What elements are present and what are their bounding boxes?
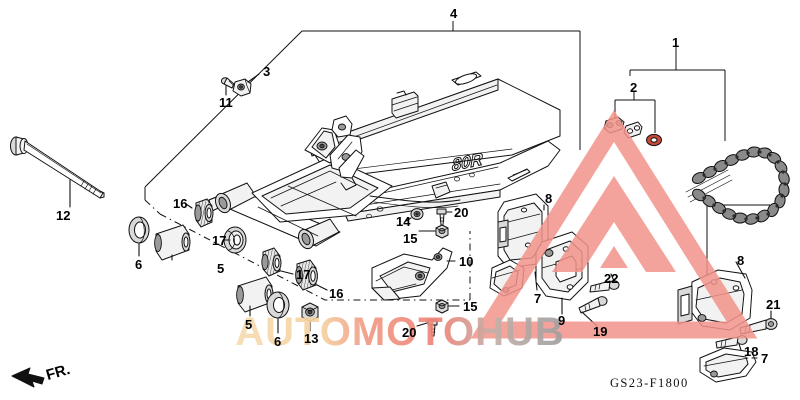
part-7-chain-slider-shoe-b	[699, 347, 758, 383]
callout-17-a: 17	[212, 233, 227, 248]
callout-19: 19	[593, 324, 608, 339]
callout-6-b: 6	[274, 334, 282, 349]
callout-2: 2	[630, 80, 638, 95]
part-6-dust-seal-b	[266, 291, 290, 334]
callout-8-a: 8	[545, 191, 553, 206]
callout-8-b: 8	[737, 253, 745, 268]
part-15-flange-nut-b	[435, 299, 460, 314]
part-17-pivot-bushing-a	[223, 226, 247, 254]
callout-16-a: 16	[173, 196, 188, 211]
part-15-flange-nut-a	[418, 224, 449, 239]
callout-21: 21	[766, 297, 781, 312]
bolt-thread-12	[80, 180, 97, 195]
callout-13: 13	[304, 331, 319, 346]
callout-12: 12	[56, 208, 71, 223]
callout-10: 10	[459, 254, 474, 269]
callout-15-a: 15	[403, 231, 418, 246]
swingarm-pivot-tubes	[215, 182, 340, 250]
part-11-clip-bolt	[220, 77, 235, 96]
part-6-dust-seal-a	[128, 216, 150, 257]
callout-9: 9	[558, 313, 566, 328]
part-16-needle-bearing-a	[185, 198, 214, 228]
callout-22: 22	[604, 271, 619, 286]
callout-3: 3	[263, 64, 271, 79]
callout-1: 1	[672, 35, 680, 50]
callout-20-b: 20	[402, 325, 417, 340]
callout-11: 11	[219, 95, 233, 110]
callout-17-b: 17	[296, 267, 311, 282]
part-10-chain-case-lower	[371, 247, 456, 301]
callout-16-b: 16	[329, 286, 344, 301]
callout-4: 4	[450, 6, 458, 21]
part-17-pivot-bushing-b	[261, 247, 294, 277]
group-boundary-4	[144, 21, 581, 301]
part-5-pivot-collar-a	[154, 224, 191, 261]
callout-15-b: 15	[463, 299, 478, 314]
swingarm-linkage-bracket	[304, 115, 365, 191]
callout-7-b: 7	[761, 351, 769, 366]
part-3-chain-guide-clip	[232, 73, 260, 97]
part-14-chain-guide-collar	[405, 208, 424, 222]
front-direction-label: FR.	[44, 360, 73, 385]
part-13-pivot-lock-nut	[301, 302, 319, 332]
callout-6-a: 6	[135, 257, 143, 272]
front-direction-arrow	[11, 367, 45, 388]
part-16-needle-bearing-b	[295, 259, 328, 291]
callout-14: 14	[396, 214, 411, 229]
part-4-swingarm-assembly: 80R	[208, 71, 561, 250]
part-12-pivot-bolt	[10, 136, 105, 208]
callout-5-a: 5	[217, 261, 225, 276]
part-20-guide-bolt-b	[416, 319, 438, 337]
callout-5-b: 5	[245, 317, 253, 332]
callout-20-a: 20	[454, 205, 469, 220]
callout-18: 18	[744, 344, 759, 359]
callout-7-a: 7	[534, 291, 542, 306]
diagram-part-code: GS23-F1800	[610, 376, 689, 390]
